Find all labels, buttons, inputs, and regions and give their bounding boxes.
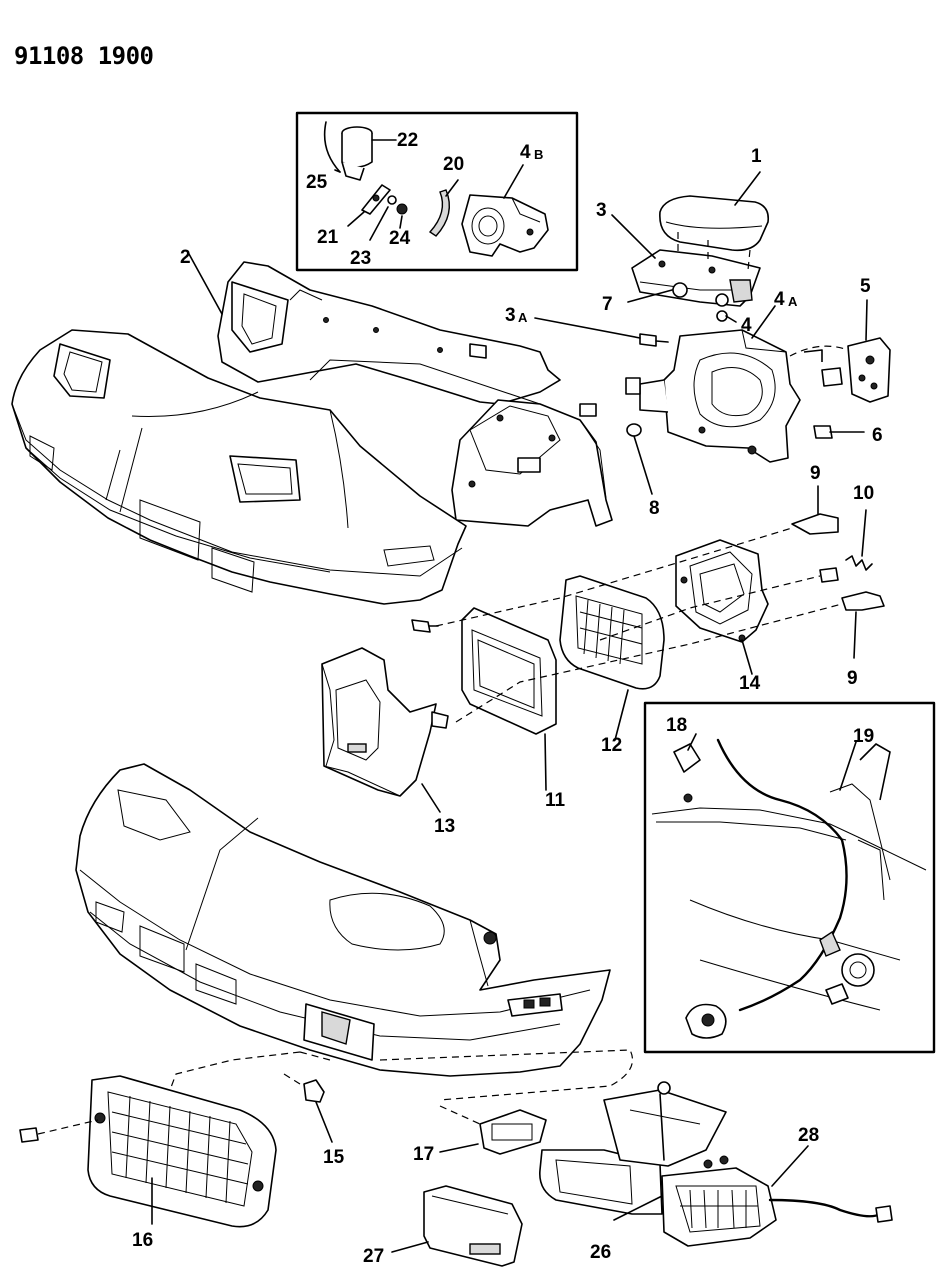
inset-motor-parts (295, 111, 579, 272)
callout-7: 7 (602, 294, 613, 315)
part-1-headlamp-cover (659, 171, 770, 252)
part-11-headlamp-retainer (461, 607, 557, 791)
callout-9-upper: 9 (810, 463, 821, 484)
callout-4b: 4 (520, 142, 531, 163)
part-4a-headlamp-housing (625, 305, 801, 463)
part-12-sealed-beam-lamp (559, 575, 665, 741)
part-6-bolt (813, 425, 865, 439)
part-21-link (361, 184, 391, 215)
part-26-fog-lamp-bracket (539, 1081, 727, 1221)
callout-24: 24 (389, 228, 411, 249)
part-13-headlamp-bezel (321, 647, 449, 813)
part-10-spring (819, 509, 873, 583)
callout-9-lower: 9 (847, 668, 858, 689)
callout-25: 25 (306, 172, 328, 193)
callout-4: 4 (741, 315, 752, 336)
part-3-mount-plate (611, 214, 761, 322)
part-27-lamp-cover (391, 1185, 523, 1267)
diagram-reference-number: 91108 1900 (14, 42, 154, 70)
part-2-side-bracket (451, 399, 613, 527)
callout-5: 5 (860, 276, 871, 297)
part-15-lamp-socket (303, 1079, 333, 1143)
front-fascia-lower-view (75, 763, 611, 1077)
front-fascia-upper-view (11, 329, 467, 605)
part-20-arm (428, 189, 450, 237)
callout-11: 11 (545, 790, 566, 811)
callout-4b-suffix: B (534, 147, 543, 162)
part-16-park-turn-lamp (19, 1075, 277, 1228)
part-9-adjust-screw-lower (841, 591, 885, 659)
part-4b-bracket (461, 194, 549, 257)
callout-3a-suffix: A (518, 310, 528, 325)
part-2-front-panel (188, 253, 561, 405)
callout-3a: 3 (505, 305, 516, 326)
callout-labels: 1 2 3 3 A 4 4 A 4 B 5 6 7 8 9 9 10 11 12… (132, 130, 883, 1267)
callout-16: 16 (132, 1230, 153, 1251)
callout-22: 22 (397, 130, 418, 151)
callout-21: 21 (317, 227, 339, 248)
part-24-nut (396, 203, 408, 215)
callout-13: 13 (434, 816, 455, 837)
part-23-washer (387, 195, 397, 205)
callout-4a: 4 (774, 289, 785, 310)
inset-wiring (643, 701, 936, 1054)
callout-27: 27 (363, 1246, 384, 1267)
callout-3: 3 (596, 200, 607, 221)
callout-20: 20 (443, 154, 464, 175)
callout-6: 6 (872, 425, 883, 446)
part-3a-bolt (534, 317, 669, 347)
callout-4a-suffix: A (788, 294, 798, 309)
callout-23: 23 (350, 248, 371, 269)
callout-2: 2 (180, 247, 191, 268)
part-5-pivot-bracket (789, 299, 891, 403)
callout-10: 10 (853, 483, 874, 504)
part-9-adjust-screw-upper (791, 485, 839, 535)
callout-19: 19 (853, 726, 874, 747)
part-22-motor (323, 121, 373, 181)
part-14-headlamp-bucket (675, 539, 769, 675)
callout-15: 15 (323, 1147, 345, 1168)
callout-17: 17 (413, 1144, 434, 1165)
part-7-nut (672, 282, 688, 298)
part-17-side-marker (439, 1105, 547, 1155)
callout-8: 8 (649, 498, 660, 519)
callout-26: 26 (590, 1242, 611, 1263)
callout-18: 18 (666, 715, 687, 736)
part-8-bolt (626, 423, 653, 495)
callout-28: 28 (798, 1125, 819, 1146)
callout-14: 14 (739, 673, 761, 694)
callout-1: 1 (751, 146, 762, 167)
part-28-fog-lamp (661, 1145, 893, 1247)
callout-12: 12 (601, 735, 622, 756)
